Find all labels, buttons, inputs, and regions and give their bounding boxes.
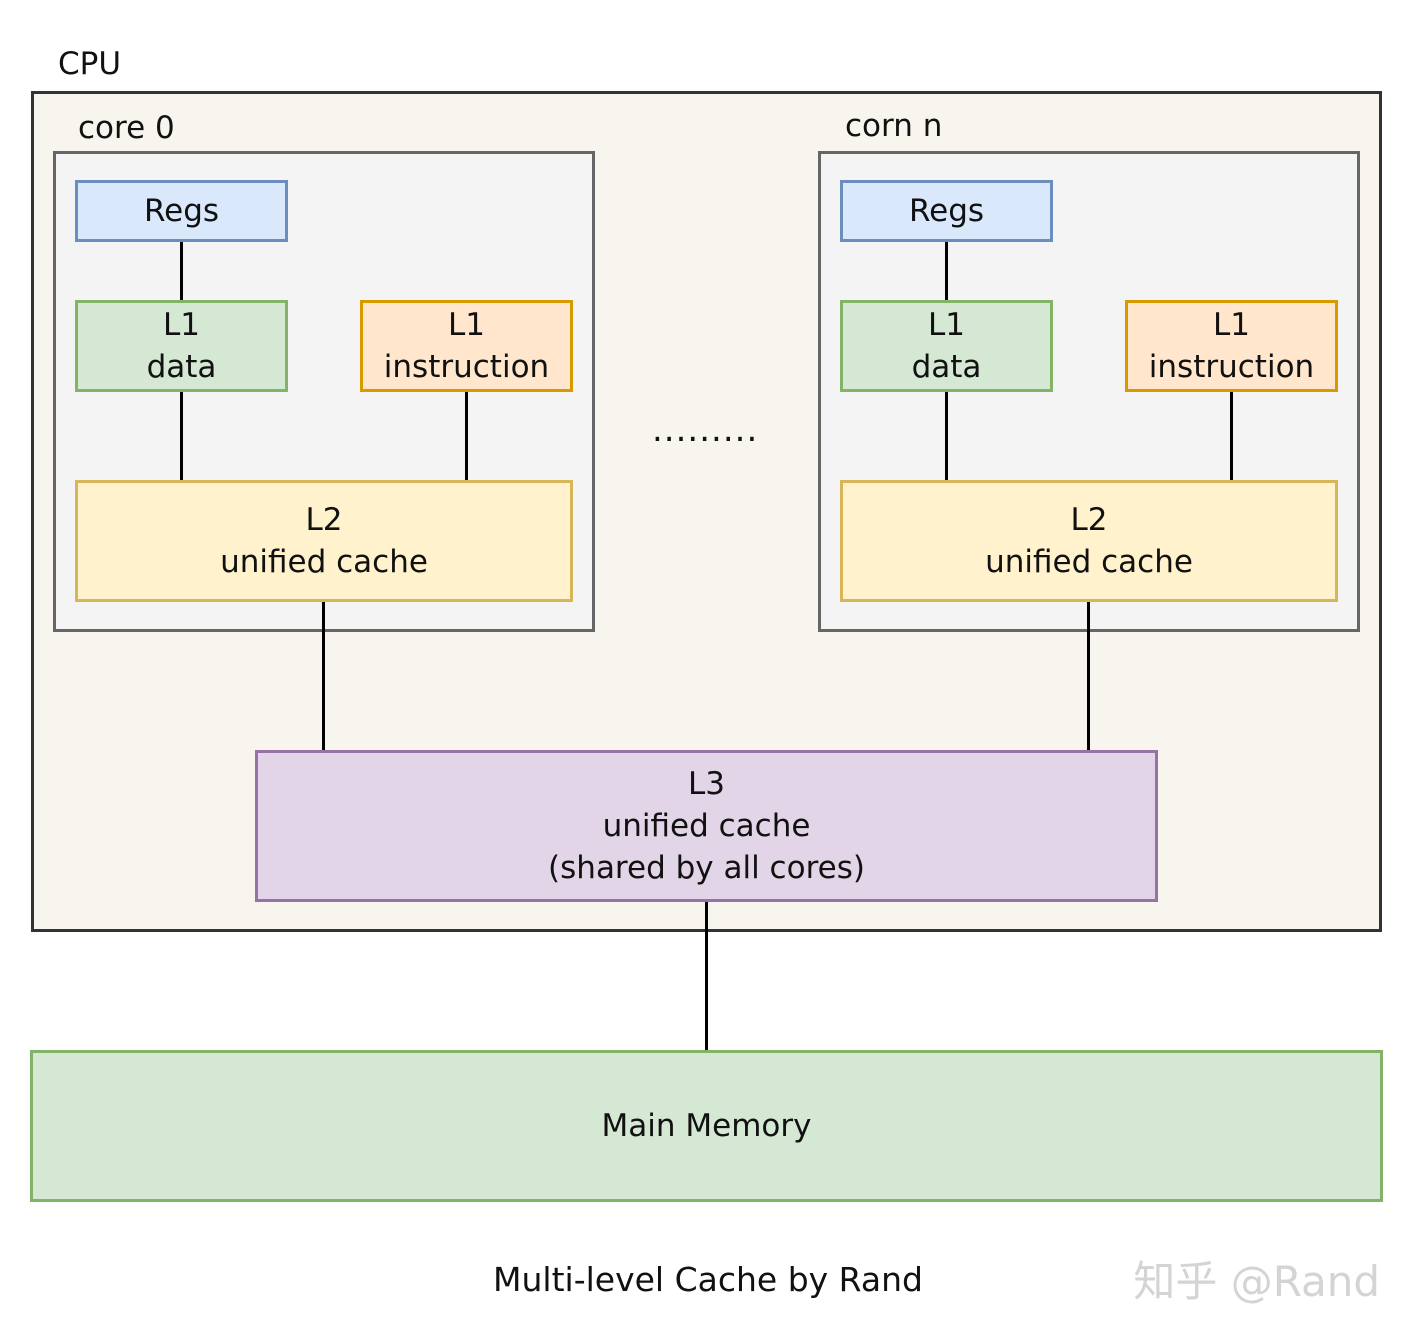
core-n-l1-data-l2-connector — [945, 392, 948, 480]
core-0-label: core 0 — [78, 110, 175, 146]
core-0-l2-level: L2 — [305, 502, 343, 538]
core-0-l1-instruction-level: L1 — [448, 307, 485, 343]
core-0-l1-instruction-l2-connector — [465, 392, 468, 480]
core-0-l2-kind: unified cache — [220, 544, 428, 580]
l3-kind: unified cache — [602, 808, 811, 844]
main-memory-label: Main Memory — [601, 1108, 812, 1144]
core-n-l2-level: L2 — [1070, 502, 1108, 538]
core-n-label: corn n — [845, 108, 943, 144]
core-0-regs-box: Regs — [75, 180, 288, 242]
core-0-l1-data-box: L1 data — [75, 300, 288, 392]
main-memory-box: Main Memory — [30, 1050, 1383, 1202]
core-0-l1-data-level: L1 — [163, 307, 200, 343]
core-n-regs-l1-connector — [945, 242, 948, 300]
core-0-regs-l1-connector — [180, 242, 183, 300]
core-0-regs-label: Regs — [143, 193, 220, 229]
core-0-l1-data-l2-connector — [180, 392, 183, 480]
core-n-l1-data-level: L1 — [928, 307, 965, 343]
l3-box: L3 unified cache (shared by all cores) — [255, 750, 1158, 902]
core-n-l2-kind: unified cache — [985, 544, 1193, 580]
core-n-regs-label: Regs — [908, 193, 985, 229]
core-n-l2-l3-connector — [1087, 602, 1090, 750]
core-n-l1-instruction-l2-connector — [1230, 392, 1233, 480]
figure-caption: Multi-level Cache by Rand — [493, 1260, 923, 1299]
core-n-l1-data-box: L1 data — [840, 300, 1053, 392]
cores-ellipsis: ......... — [652, 410, 759, 450]
core-0-l1-data-kind: data — [146, 349, 217, 385]
core-n-l1-instruction-kind: instruction — [1148, 349, 1315, 385]
core-0-l1-instruction-kind: instruction — [383, 349, 550, 385]
l3-memory-connector — [705, 902, 708, 1050]
core-n-l2-box: L2 unified cache — [840, 480, 1338, 602]
l3-level: L3 — [688, 766, 725, 802]
cpu-label: CPU — [58, 46, 122, 82]
core-n-l1-instruction-box: L1 instruction — [1125, 300, 1338, 392]
core-n-regs-box: Regs — [840, 180, 1053, 242]
core-0-l1-instruction-box: L1 instruction — [360, 300, 573, 392]
core-0-l2-box: L2 unified cache — [75, 480, 573, 602]
watermark: 知乎 @Rand — [1133, 1257, 1380, 1306]
core-n-l1-data-kind: data — [911, 349, 982, 385]
l3-note: (shared by all cores) — [548, 850, 865, 886]
core-0-l2-l3-connector — [322, 602, 325, 750]
core-n-l1-instruction-level: L1 — [1213, 307, 1250, 343]
